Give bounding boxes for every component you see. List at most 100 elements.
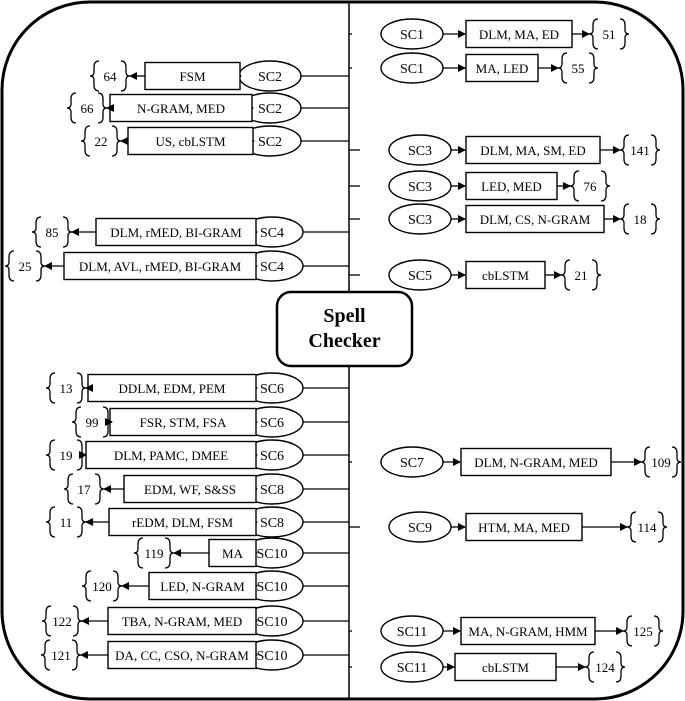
connectors — [301, 33, 360, 668]
subcategory-label: SC9 — [408, 521, 432, 536]
reference-number: 122 — [52, 614, 72, 629]
subcategory-label: SC10 — [256, 547, 287, 562]
method-label: LED, MED — [481, 179, 542, 194]
method-label: DDLM, EDM, PEM — [119, 381, 226, 396]
bracket-right — [72, 605, 83, 637]
bracket-left — [66, 92, 77, 124]
method-label: TBA, N-GRAM, MED — [122, 614, 243, 629]
bracket-left — [584, 651, 595, 683]
bracket-left — [626, 511, 637, 543]
bracket-right — [76, 506, 87, 538]
method-label: US, cbLSTM — [155, 134, 226, 149]
bracket-right — [619, 18, 630, 50]
subcategory-label: SC6 — [260, 449, 284, 464]
bracket-left — [569, 170, 580, 202]
method-label: MA — [222, 546, 244, 561]
method-box — [108, 507, 257, 537]
bracket-left — [63, 473, 74, 505]
method-label: cbLSTM — [482, 660, 529, 675]
bracket-right — [650, 134, 661, 166]
method-box — [465, 135, 601, 165]
method-label: DLM, AVL, rMED, BI-GRAM — [79, 259, 242, 274]
bracket-left — [640, 446, 651, 478]
bracket-right — [76, 439, 87, 471]
reference-number: 66 — [81, 101, 95, 116]
method-label: HTM, MA, MED — [478, 520, 570, 535]
bracket-left — [619, 134, 630, 166]
subcategory-label: SC5 — [408, 269, 432, 284]
reference-number: 125 — [633, 624, 653, 639]
reference-number: 64 — [104, 69, 118, 84]
reference-number: 99 — [86, 415, 99, 430]
bracket-left — [622, 615, 633, 647]
method-label: FSM — [179, 69, 205, 84]
method-label: EDM, WF, S&SS — [144, 482, 236, 497]
reference-number: 13 — [60, 381, 73, 396]
bracket-left — [557, 52, 568, 84]
subcategory-label: SC6 — [260, 416, 284, 431]
bracket-left — [71, 406, 82, 438]
method-label: MA, N-GRAM, HMM — [468, 624, 588, 639]
bracket-left — [619, 203, 630, 235]
method-label: DLM, rMED, BI-GRAM — [110, 225, 242, 240]
method-label: FSR, STM, FSA — [140, 415, 227, 430]
subcategory-label: SC11 — [397, 625, 428, 640]
method-box — [465, 260, 546, 290]
reference-number: 121 — [51, 648, 71, 663]
method-box — [144, 61, 241, 91]
bracket-left — [40, 639, 51, 671]
bracket-left — [133, 537, 144, 569]
reference-number: 141 — [630, 143, 650, 158]
bracket-left — [45, 439, 56, 471]
bracket-left — [4, 250, 15, 282]
method-label: cbLSTM — [482, 268, 529, 283]
bracket-right — [97, 92, 108, 124]
reference-number: 19 — [60, 448, 73, 463]
method-box — [123, 474, 257, 504]
method-label: DLM, MA, SM, ED — [480, 143, 585, 158]
method-box — [107, 606, 257, 636]
subcategory-label: SC1 — [400, 28, 424, 43]
method-label: rEDM, DLM, FSM — [132, 515, 234, 530]
subcategory-label: SC2 — [258, 135, 282, 150]
method-label: DLM, MA, ED — [479, 27, 559, 42]
subcategory-label: SC4 — [260, 226, 284, 241]
method-label: DA, CC, CSO, N-GRAM — [115, 648, 249, 663]
left-branch: SC10 TBA, N-GRAM, MED 122 — [41, 605, 304, 637]
method-box — [465, 204, 605, 234]
subcategory-label: SC10 — [256, 580, 287, 595]
bracket-right — [657, 511, 668, 543]
reference-number: 11 — [60, 515, 73, 530]
method-box — [87, 373, 257, 403]
subcategory-label: SC10 — [256, 615, 287, 630]
method-box — [109, 93, 253, 123]
reference-number: 18 — [634, 212, 647, 227]
reference-number: 76 — [584, 179, 598, 194]
bracket-right — [35, 250, 46, 282]
method-box — [460, 616, 596, 646]
bracket-right — [62, 216, 73, 248]
left-branch: SC6 FSR, STM, FSA 99 — [71, 406, 304, 438]
reference-number: 114 — [637, 520, 657, 535]
subcategory-label: SC7 — [400, 456, 424, 471]
subcategory-label: SC1 — [400, 62, 424, 77]
subcategory-label: SC3 — [408, 213, 432, 228]
bracket-left — [81, 570, 92, 602]
bracket-right — [71, 639, 82, 671]
center-title-line2: Checker — [308, 330, 380, 352]
subcategory-label: SC2 — [258, 102, 282, 117]
